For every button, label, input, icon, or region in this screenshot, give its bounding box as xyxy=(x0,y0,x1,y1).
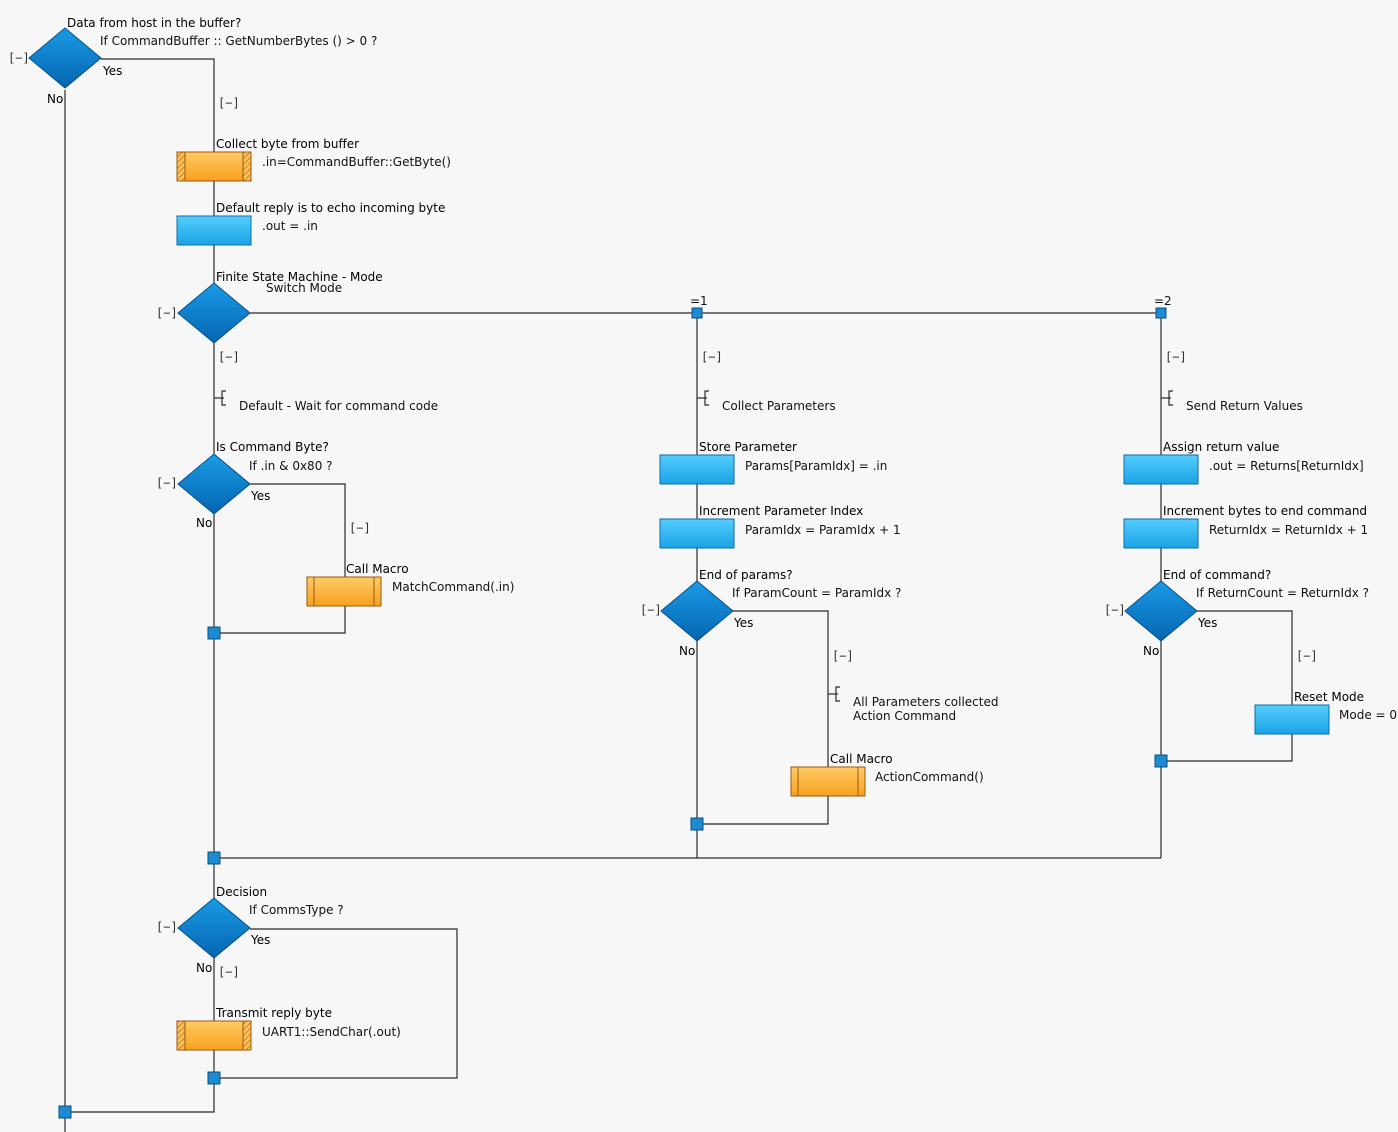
no-label: No xyxy=(47,92,63,106)
block-expression: .out = Returns[ReturnIdx] xyxy=(1209,459,1364,473)
calc-store-parameter[interactable]: Store Parameter Params[ParamIdx] = .in xyxy=(659,440,887,485)
switch-condition: Switch Mode xyxy=(266,281,342,295)
calc-assign-return-value[interactable]: Assign return value .out = Returns[Retur… xyxy=(1123,440,1364,485)
block-expression: .out = .in xyxy=(262,219,318,233)
collapse-toggle-case1[interactable]: [−] xyxy=(701,350,723,364)
collapse-toggle-comms[interactable]: [−] xyxy=(156,920,178,934)
calc-increment-param-index[interactable]: Increment Parameter Index ParamIdx = Par… xyxy=(659,504,901,549)
block-expression: ActionCommand() xyxy=(875,770,984,784)
decision-label: Is Command Byte? xyxy=(216,440,329,454)
block-label: Call Macro xyxy=(346,562,409,576)
collapse-toggle-d1[interactable]: [−] xyxy=(8,51,30,65)
yes-label: Yes xyxy=(250,489,270,503)
collapse-toggle-case2[interactable]: [−] xyxy=(1165,350,1187,364)
calc-echo-byte[interactable]: Default reply is to echo incoming byte .… xyxy=(176,201,445,246)
block-expression: Mode = 0 xyxy=(1339,708,1397,722)
block-label: Collect byte from buffer xyxy=(216,137,359,151)
macro-collect-byte[interactable]: Collect byte from buffer .in=CommandBuff… xyxy=(176,137,451,182)
junction-params[interactable] xyxy=(690,817,704,831)
macro-transmit-reply[interactable]: Transmit reply byte UART1::SendChar(.out… xyxy=(176,1006,401,1051)
macro-match-command[interactable]: Call Macro MatchCommand(.in) xyxy=(306,562,514,607)
junction-return[interactable] xyxy=(1154,754,1168,768)
macro-action-command[interactable]: Call Macro ActionCommand() xyxy=(790,752,984,797)
block-expression: ParamIdx = ParamIdx + 1 xyxy=(745,523,901,537)
yes-label: Yes xyxy=(1197,616,1217,630)
case-1-node[interactable] xyxy=(691,307,703,319)
block-expression: MatchCommand(.in) xyxy=(392,580,514,594)
decision-is-command-byte[interactable]: Is Command Byte? If .in & 0x80 ? Yes No xyxy=(177,440,333,530)
decision-condition: If CommandBuffer :: GetNumberBytes () > … xyxy=(100,34,377,48)
comment-bracket-default xyxy=(221,390,226,406)
block-expression: .in=CommandBuffer::GetByte() xyxy=(262,155,451,169)
yes-label: Yes xyxy=(250,933,270,947)
junction-comms[interactable] xyxy=(207,1071,221,1085)
block-label: Assign return value xyxy=(1163,440,1279,454)
case-2-label: =2 xyxy=(1154,294,1172,308)
calc-increment-return-index[interactable]: Increment bytes to end command ReturnIdx… xyxy=(1123,504,1368,549)
block-label: Default reply is to echo incoming byte xyxy=(216,201,445,215)
decision-label: End of command? xyxy=(1163,568,1271,582)
decision-condition: If ReturnCount = ReturnIdx ? xyxy=(1196,586,1369,600)
no-label: No xyxy=(196,516,212,530)
collapse-toggle-endcmd[interactable]: [−] xyxy=(1104,603,1126,617)
no-label: No xyxy=(1143,644,1159,658)
collapse-toggle-switch[interactable]: [−] xyxy=(156,306,178,320)
collapse-toggle-cmd-yes[interactable]: [−] xyxy=(349,521,371,535)
comment-all-params-line2: Action Command xyxy=(853,709,956,723)
switch-label: Finite State Machine - Mode xyxy=(216,270,383,284)
case-2-node[interactable] xyxy=(1155,307,1167,319)
decision-comms-type[interactable]: Decision If CommsType ? Yes No xyxy=(177,885,344,975)
decision-end-of-command[interactable]: End of command? If ReturnCount = ReturnI… xyxy=(1124,568,1369,658)
block-expression: Params[ParamIdx] = .in xyxy=(745,459,887,473)
yes-label: Yes xyxy=(733,616,753,630)
comment-send-return: Send Return Values xyxy=(1186,399,1303,413)
decision-condition: If CommsType ? xyxy=(249,903,344,917)
collapse-toggle-end-yes[interactable]: [−] xyxy=(832,649,854,663)
block-label: Call Macro xyxy=(830,752,893,766)
junction-main[interactable] xyxy=(58,1105,72,1119)
decision-condition: If .in & 0x80 ? xyxy=(249,459,333,473)
block-label: Increment bytes to end command xyxy=(1163,504,1367,518)
case-1-label: =1 xyxy=(690,294,708,308)
decision-end-of-params[interactable]: End of params? If ParamCount = ParamIdx … xyxy=(660,568,901,658)
block-label: Reset Mode xyxy=(1294,690,1364,704)
comment-default-case: Default - Wait for command code xyxy=(239,399,438,413)
decision-label: Data from host in the buffer? xyxy=(67,16,241,30)
collapse-toggles: [−] [−] [−] [−] [−] [−] [−] [−] [−] [−] … xyxy=(8,51,1318,979)
collapse-toggle-cmd[interactable]: [−] xyxy=(156,476,178,490)
decision-label: Decision xyxy=(216,885,267,899)
no-label: No xyxy=(679,644,695,658)
collapse-toggle-endcmd-yes[interactable]: [−] xyxy=(1296,649,1318,663)
collapse-toggle-d1-yes[interactable]: [−] xyxy=(218,96,240,110)
comment-collect-params: Collect Parameters xyxy=(722,399,836,413)
comment-bracket-all xyxy=(835,686,840,702)
switch-mode[interactable]: Finite State Machine - Mode Switch Mode … xyxy=(177,270,1172,344)
calc-reset-mode[interactable]: Reset Mode Mode = 0 xyxy=(1254,690,1397,735)
collapse-toggle-end[interactable]: [−] xyxy=(640,603,662,617)
collapse-toggle-comms-yes[interactable]: [−] xyxy=(218,965,240,979)
block-label: Store Parameter xyxy=(699,440,797,454)
block-expression: ReturnIdx = ReturnIdx + 1 xyxy=(1209,523,1368,537)
decision-condition: If ParamCount = ParamIdx ? xyxy=(732,586,901,600)
collapse-toggle-default-case[interactable]: [−] xyxy=(218,350,240,364)
block-expression: UART1::SendChar(.out) xyxy=(262,1025,401,1039)
decision-data-from-host[interactable]: Data from host in the buffer? If Command… xyxy=(28,16,377,106)
junction-cmd[interactable] xyxy=(207,626,221,640)
comment-bracket-return xyxy=(1168,390,1173,406)
block-label: Transmit reply byte xyxy=(215,1006,332,1020)
comment-all-params-line1: All Parameters collected xyxy=(853,695,998,709)
no-label: No xyxy=(196,961,212,975)
yes-label: Yes xyxy=(102,64,122,78)
comment-bracket-collect xyxy=(704,390,709,406)
block-label: Increment Parameter Index xyxy=(699,504,863,518)
decision-label: End of params? xyxy=(699,568,793,582)
junction-switch-merge[interactable] xyxy=(207,851,221,865)
